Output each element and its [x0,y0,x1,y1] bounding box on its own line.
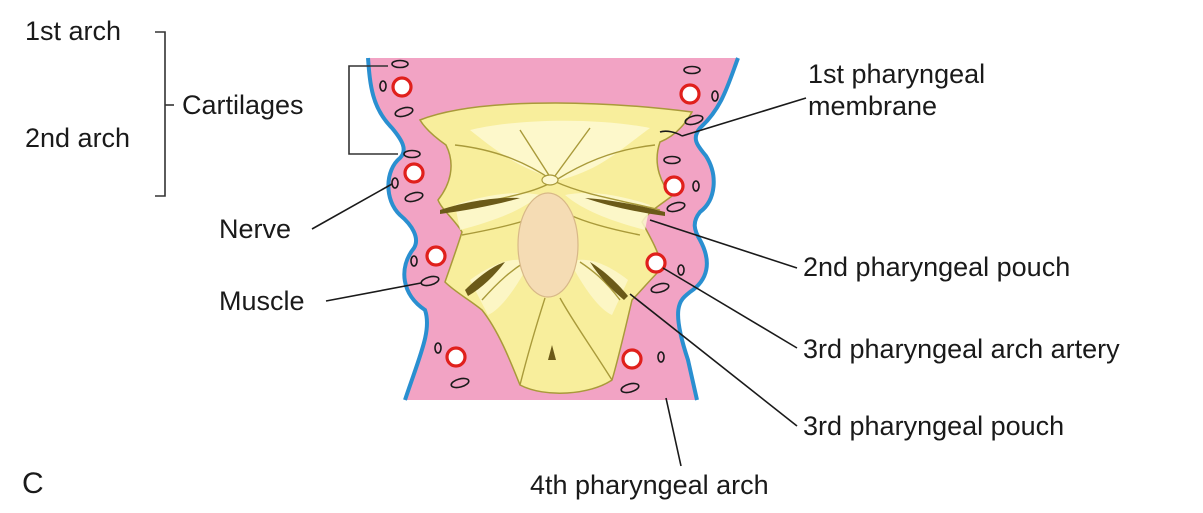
label-cartilages: Cartilages [182,90,304,120]
arch-artery-3-right [647,254,665,272]
arch-artery-4-left [447,348,465,366]
arch-artery-2-left [405,164,423,182]
label-1st-pharyngeal-membrane-line1: 1st pharyngeal [808,59,985,89]
label-2nd-arch: 2nd arch [25,123,130,153]
arch-artery-2-right [665,177,683,195]
arch-artery-4-right [623,350,641,368]
label-1st-pharyngeal-membrane-line2: membrane [808,91,937,121]
midline-bud [542,175,558,185]
label-2nd-pharyngeal-pouch: 2nd pharyngeal pouch [803,252,1070,282]
panel-letter: C [22,467,44,500]
label-1st-arch: 1st arch [25,16,121,46]
label-muscle: Muscle [219,286,305,316]
arches-bracket [155,32,165,196]
label-nerve: Nerve [219,214,291,244]
fourth-arch-leader [666,398,681,466]
nerve-leader [312,184,392,229]
label-3rd-pharyngeal-arch-artery: 3rd pharyngeal arch artery [803,334,1120,364]
arch-artery-3-left [427,247,445,265]
midline-floor [518,193,578,297]
label-3rd-pharyngeal-pouch: 3rd pharyngeal pouch [803,411,1064,441]
arch-artery-1-left [393,78,411,96]
label-4th-pharyngeal-arch: 4th pharyngeal arch [530,470,769,500]
arch-artery-1-right [681,85,699,103]
pharyngeal-region-illustration [368,58,738,400]
